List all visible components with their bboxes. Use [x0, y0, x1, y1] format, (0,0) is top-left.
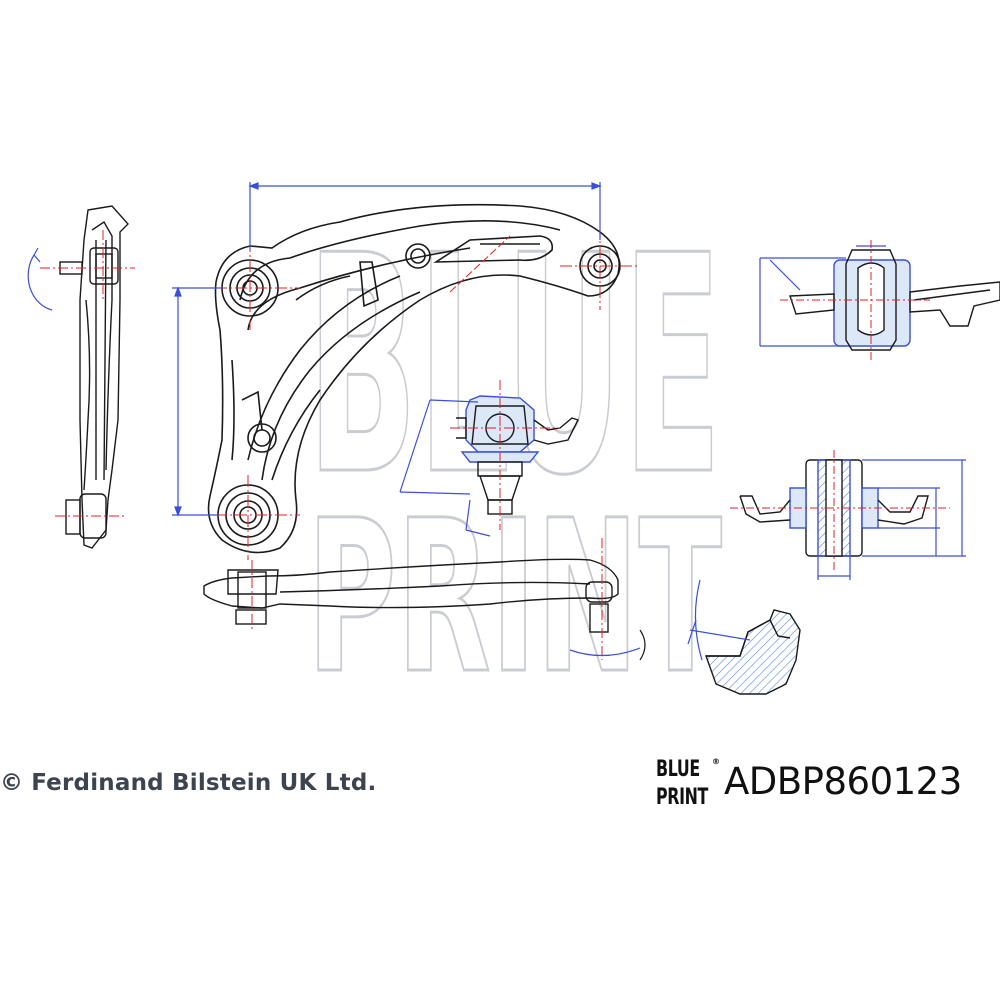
logo-line1: BLUE	[656, 757, 700, 782]
watermark: BLUE PRINT	[306, 191, 724, 722]
side-view-centerlines	[40, 230, 135, 517]
profile-centerlines	[251, 538, 603, 660]
section-detail-dims	[687, 579, 751, 661]
bushing-detail-2-centerlines	[730, 450, 950, 570]
profile-rotation-arc-2	[639, 629, 646, 661]
watermark-line2: PRINT	[307, 475, 722, 720]
control-arm-profile-view	[203, 558, 619, 633]
bushing-detail-2-dims	[817, 459, 966, 580]
part-number: ADBP860123	[724, 760, 962, 803]
watermark-line1: BLUE	[307, 192, 722, 541]
logo-registered-mark: ®	[712, 757, 720, 766]
ball-joint-dimensions	[399, 399, 491, 537]
copyright-text: Ferdinand Bilstein UK Ltd.	[31, 770, 377, 796]
bushing-detail-1-centerlines	[780, 240, 930, 362]
control-arm-dimensions	[172, 182, 602, 517]
profile-rotation-arc	[569, 647, 641, 657]
ball-joint-centerlines	[450, 380, 560, 530]
brand-logo: BLUE PRINT ®	[656, 757, 720, 815]
copyright-notice: © Ferdinand Bilstein UK Ltd.	[0, 770, 376, 796]
logo-line2: PRINT	[656, 785, 708, 810]
section-detail	[705, 609, 801, 695]
side-view	[27, 205, 129, 549]
copyright-symbol: ©	[0, 770, 24, 796]
